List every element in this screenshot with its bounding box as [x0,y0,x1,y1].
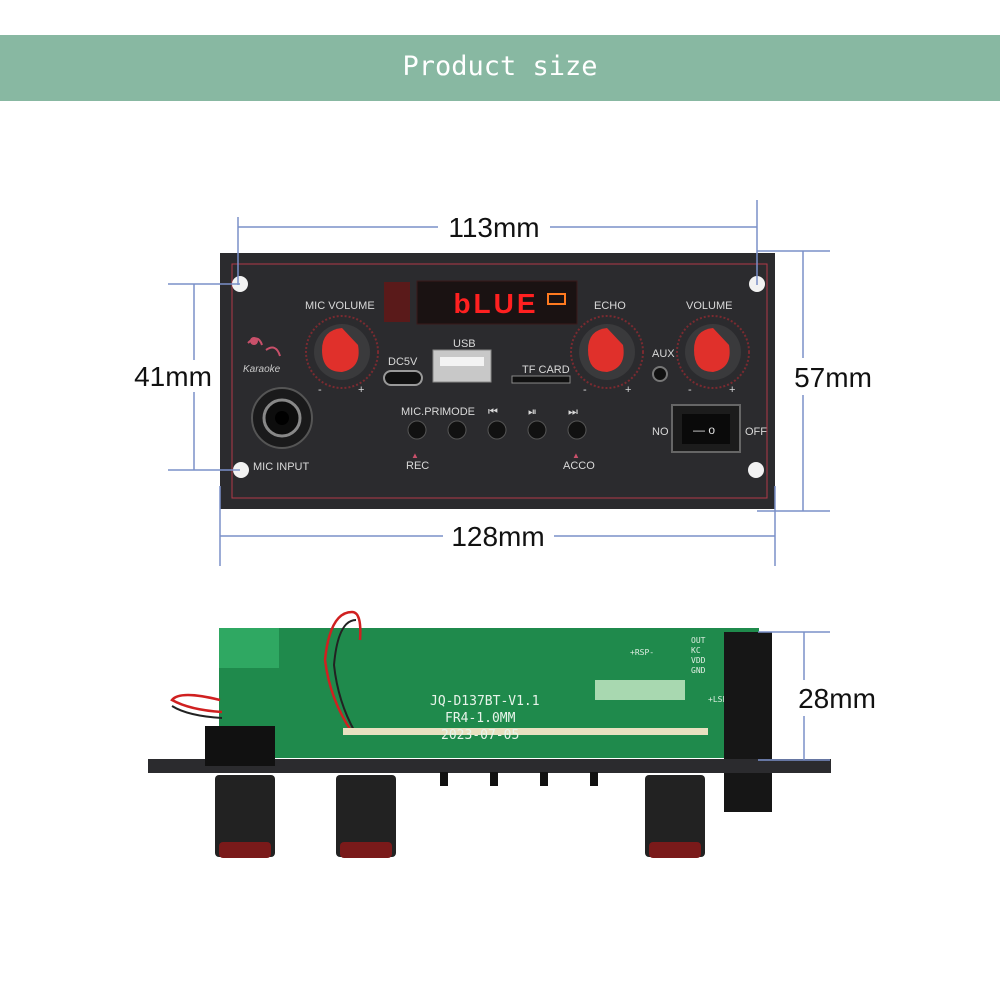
mic-input-jack[interactable] [251,387,313,449]
board-model: JQ-D137BT-V1.1 [430,694,540,709]
mic-pri-button[interactable] [407,420,427,440]
echo-minus: - [583,384,587,396]
dimension-lines [168,200,830,566]
mic-volume-label: MIC VOLUME [305,300,375,312]
acco-arrow-icon: ▲ [572,451,580,460]
board-rsp-label: +RSP- [630,648,654,657]
rec-label: REC [406,460,429,472]
depth-dimension-lines [758,631,830,761]
play-pause-icon: ⏯ [528,406,537,418]
karaoke-logo-icon [247,337,281,357]
tf-card-label: TF CARD [522,364,570,376]
led-display [416,280,578,325]
switch-on-label: NO [652,426,669,438]
mode-label: MODE [442,406,475,418]
pin-out-label: OUT [691,636,706,645]
dimension-left-height: 41mm [134,361,212,392]
usb-label: USB [453,338,476,350]
panel-border-line [231,263,768,499]
aux-jack[interactable] [652,366,668,382]
battery-icon [547,293,566,305]
board-material: FR4-1.0MM [445,711,516,726]
mic-volume-knob[interactable] [305,315,379,389]
switch-side [205,726,275,766]
board-date: 2023-07-05 [441,728,519,743]
side-knob-left [215,775,275,858]
rec-arrow-icon: ▲ [411,451,419,460]
volume-knob[interactable] [676,315,750,389]
usb-c-port[interactable] [383,370,423,386]
next-icon: ⏭ [568,406,578,418]
red-wire [323,610,362,733]
header-banner: Product size [0,35,1000,101]
prev-icon: ⏮ [488,406,498,418]
pcb-antenna-area [219,628,279,668]
black-wire [332,619,357,733]
panel-edge [148,759,831,773]
button-stub [590,772,598,786]
ir-window [384,282,410,322]
front-panel: bLUE MIC VOLUME ECHO VOLUME - + - + - + [220,253,775,509]
play-pause-button[interactable] [527,420,547,440]
mic-volume-minus: - [318,384,322,396]
volume-label: VOLUME [686,300,732,312]
pin-gnd-label: GND [691,666,706,675]
pin-kc-label: KC [691,646,701,655]
aux-label: AUX [652,348,675,360]
acco-label: ACCO [563,460,595,472]
pin-vdd-label: VDD [691,656,706,665]
side-red-wire [170,693,223,714]
mic-volume-plus: + [358,384,364,396]
switch-symbols: — o [693,423,715,437]
power-switch-rocker [682,414,730,444]
button-stub [490,772,498,786]
mic-input-label: MIC INPUT [253,461,310,473]
button-stub [440,772,448,786]
echo-knob[interactable] [570,315,644,389]
side-knob-right [645,775,705,858]
button-stub [540,772,548,786]
ribbon-strip [343,728,708,735]
tf-card-slot[interactable] [511,375,571,384]
echo-plus: + [625,384,631,396]
side-knob-middle [336,775,396,858]
next-button[interactable] [567,420,587,440]
switch-off-label: OFF [745,426,767,438]
volume-plus: + [729,384,735,396]
board-lsp-label: +LSP- [708,695,732,704]
dc5v-label: DC5V [388,356,418,368]
prev-button[interactable] [487,420,507,440]
mounting-hole-icon [748,462,764,478]
dimension-bottom-width: 128mm [451,521,544,552]
dimension-top-width: 113mm [448,212,539,243]
echo-label: ECHO [594,300,626,312]
karaoke-label: Karaoke [243,364,281,375]
display-text: bLUE [453,288,538,319]
mic-pri-label: MIC.PRI [401,406,443,418]
mode-button[interactable] [447,420,467,440]
mic-jack-body [724,632,772,812]
page-title: Product size [402,51,598,82]
side-black-wire [171,705,223,719]
mounting-hole-icon [233,462,249,478]
side-view-board: JQ-D137BT-V1.1 FR4-1.0MM 2023-07-05 +RSP… [148,610,831,858]
usb-port-tongue [440,357,484,366]
volume-minus: - [688,384,692,396]
pcb-chip-label [595,680,685,700]
dimension-right-height: 57mm [794,362,872,393]
dimension-depth: 28mm [798,683,876,714]
